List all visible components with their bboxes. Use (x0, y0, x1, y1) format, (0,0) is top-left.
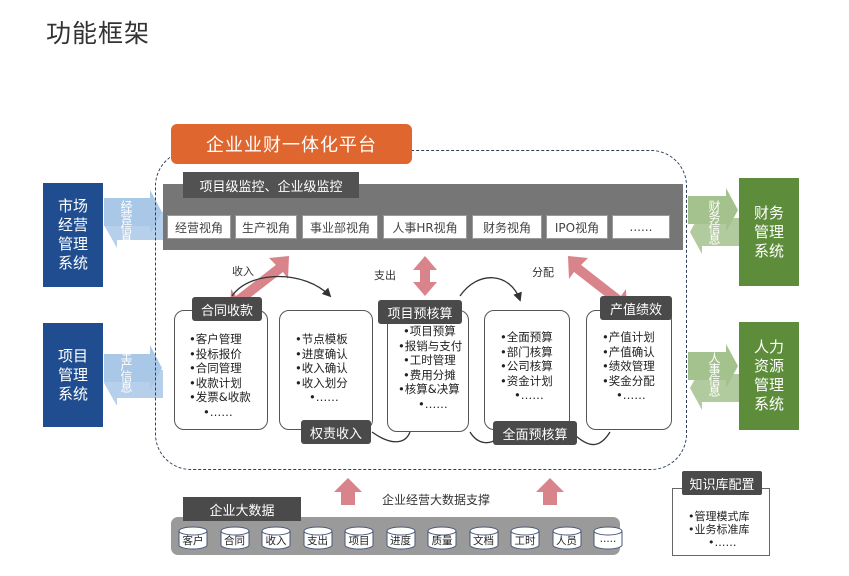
finance-flow-label: 财务信息 (707, 200, 721, 244)
full-budget-items: •全面预算•部门核算•公司核算•资金计划•…… (500, 330, 553, 402)
data-source-label: 客户 (182, 535, 204, 547)
view-tab-hr[interactable]: 人事HR视角 (383, 215, 467, 239)
support-arrows (334, 478, 564, 505)
view-tab-operation[interactable]: 经营视角 (167, 215, 231, 239)
data-source-9[interactable]: 人员 (552, 526, 582, 550)
knowledge-base-title: 知识库配置 (682, 471, 762, 495)
view-tab-ipo[interactable]: IPO视角 (546, 215, 608, 239)
data-source-label: 合同 (224, 535, 245, 547)
data-source-10[interactable]: ..... (593, 526, 623, 550)
project-system-box: 项目管理系统 (43, 323, 103, 427)
bigdata-title: 企业大数据 (183, 497, 301, 521)
view-tab-production[interactable]: 生产视角 (235, 215, 297, 239)
hr-system-box: 人力资源管理系统 (739, 322, 799, 430)
data-source-4[interactable]: 项目 (344, 526, 374, 550)
data-source-label: ..... (599, 533, 617, 545)
data-source-2[interactable]: 收入 (261, 526, 291, 550)
market-flow-label: 经营信息 (119, 200, 133, 244)
platform-frame (155, 150, 687, 470)
data-source-label: 文档 (473, 535, 494, 547)
platform-title: 企业业财一体化平台 (171, 124, 412, 164)
project-budget-title[interactable]: 项目预核算 (378, 300, 462, 324)
rights-items: •节点模板•进度确认•收入确认•收入划分•…… (295, 332, 348, 404)
double-arrow-expense (413, 256, 437, 296)
full-budget-title[interactable]: 全面预核算 (493, 421, 577, 445)
performance-box (586, 310, 672, 430)
support-label: 企业经营大数据支撑 (382, 493, 491, 507)
flow-arrow-left-1 (104, 190, 163, 248)
performance-title[interactable]: 产值绩效 (600, 296, 672, 320)
data-source-label: 进度 (390, 535, 411, 547)
full-budget-box (484, 310, 570, 430)
rights-title[interactable]: 权责收入 (301, 420, 371, 444)
data-source-7[interactable]: 文档 (469, 526, 499, 550)
project-flow-label: 生产信息 (119, 348, 133, 392)
monitor-title: 项目级监控、企业级监控 (183, 172, 359, 198)
data-source-0[interactable]: 客户 (178, 526, 208, 550)
finance-system-box: 财务管理系统 (739, 178, 799, 286)
view-tab-finance[interactable]: 财务视角 (472, 215, 542, 239)
distribution-label: 分配 (532, 266, 554, 279)
data-source-1[interactable]: 合同 (220, 526, 250, 550)
data-source-8[interactable]: 工时 (510, 526, 540, 550)
contract-items: •客户管理•投标报价•合同管理•收款计划•发票&收款•…… (189, 332, 251, 419)
knowledge-base-items: •管理模式库•业务标准库•…… (688, 510, 750, 549)
view-tab-more[interactable]: ...... (612, 215, 670, 239)
expense-label: 支出 (374, 269, 396, 282)
data-source-3[interactable]: 支出 (303, 526, 333, 550)
data-source-label: 质量 (431, 535, 453, 547)
view-tab-division[interactable]: 事业部视角 (302, 215, 378, 239)
flow-arrow-right-1 (688, 188, 740, 254)
performance-items: •产值计划•产值确认•绩效管理•奖金分配•…… (602, 330, 655, 402)
contract-title[interactable]: 合同收款 (192, 297, 262, 321)
project-budget-items: •项目预算•报销与支付•工时管理•费用分摊•核算&决算•…… (398, 324, 463, 411)
data-source-label: 人员 (556, 535, 577, 547)
data-source-5[interactable]: 进度 (386, 526, 416, 550)
rights-box (279, 310, 373, 430)
flow-arrow-left-2 (104, 345, 163, 406)
income-label: 收入 (232, 265, 254, 278)
hr-flow-label: 人事信息 (707, 352, 721, 396)
data-source-label: 收入 (265, 535, 287, 547)
data-source-label: 项目 (348, 535, 370, 547)
market-system-box: 市场经营管理系统 (43, 183, 103, 287)
flow-arrow-right-2 (688, 344, 740, 410)
data-source-label: 支出 (307, 535, 328, 547)
knowledge-base-box (672, 488, 770, 556)
contract-box (174, 310, 268, 430)
page-title: 功能框架 (46, 19, 151, 48)
data-source-label: 工时 (514, 535, 536, 547)
data-source-6[interactable]: 质量 (427, 526, 457, 550)
